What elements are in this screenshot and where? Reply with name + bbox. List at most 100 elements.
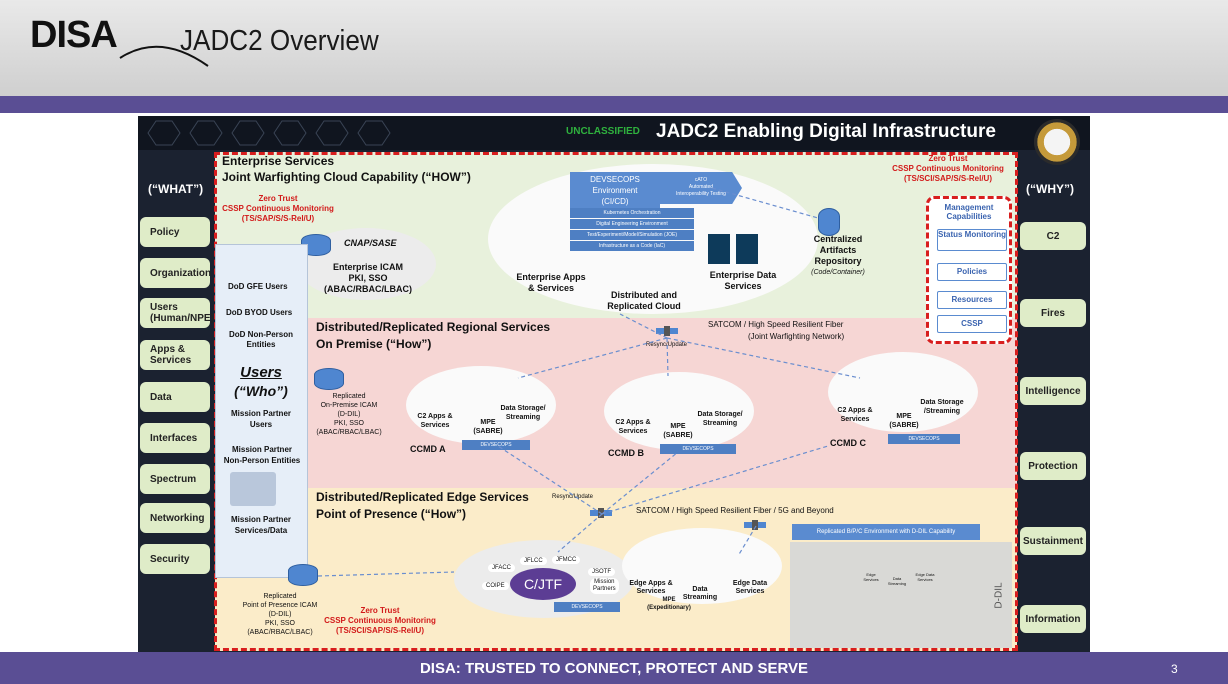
ccmd-a-mpe: MPE (SABRE) — [468, 418, 508, 436]
status-monitoring-item: Status Monitoring — [937, 229, 1007, 251]
devsecops-line-3: (CI/CD) — [601, 197, 629, 206]
pop-icam: Replicated Point of Presence ICAM (D-DIL… — [228, 592, 332, 637]
enterprise-apps: Enterprise Apps & Services — [506, 272, 596, 294]
what-item: Apps & Services — [140, 340, 210, 370]
page-number: 3 — [1171, 662, 1178, 676]
edge-stream-line-1: Data — [692, 586, 708, 593]
zt-left-line-1: Zero Trust — [258, 194, 298, 203]
storage-c-line-1: Data Storage — [920, 399, 964, 406]
stack-layer: Test/Experiment/Model/Simulation (JOE) — [570, 230, 694, 240]
edge-data-streaming: Data Streaming — [680, 586, 720, 602]
tiny-label: Edge Data — [915, 572, 935, 577]
edge-data-line-1: Edge Data — [732, 580, 768, 587]
ent-apps-line-2: & Services — [527, 283, 575, 293]
zt-right-line-2: CSSP Continuous Monitoring — [892, 164, 1004, 173]
stack-layer: Infrastructure as a Code (IaC) — [570, 241, 694, 251]
ccmd-b-devsecops: DEVSECOPS — [660, 444, 736, 454]
why-item: C2 — [1020, 222, 1086, 250]
mission-partner-devices-icon — [230, 472, 276, 506]
stack-layer: Digital Engineering Environment — [570, 219, 694, 229]
ccmd-a-cloud — [406, 366, 556, 444]
mission-partner-npe: Mission Partner Non-Person Entities — [218, 444, 306, 466]
reg-icam-line-5: (ABAC/RBAC/LBAC) — [316, 429, 382, 436]
enterprise-icam: Enterprise ICAM PKI, SSO (ABAC/RBAC/LBAC… — [308, 262, 428, 295]
storage-c-line-2: /Streaming — [923, 408, 961, 415]
storage-line-1: Data Storage/ — [697, 411, 743, 418]
icam-line-2: PKI, SSO — [348, 273, 388, 283]
ccmd-b-storage: Data Storage/ Streaming — [690, 410, 750, 428]
network-links — [317, 187, 861, 577]
what-item: Spectrum — [140, 464, 210, 494]
tiny-label: Edge — [866, 572, 876, 577]
header-accent-bar — [0, 96, 1228, 113]
pop-icam-line-3: (D-DIL) — [268, 611, 292, 618]
cato-line-2: Automated — [688, 184, 714, 190]
edge-stream-line-2: Streaming — [682, 594, 718, 601]
edge-mpe-line-1: MPE — [662, 597, 676, 603]
mpn-line-1: Mission Partner — [231, 445, 292, 454]
satellite-icon — [656, 326, 678, 336]
c2apps-label: C2 Apps & — [417, 413, 453, 420]
regional-satcom-2: (Joint Warfighting Network) — [748, 332, 845, 341]
ccmd-c-c2apps: C2 Apps & Services — [832, 406, 878, 424]
zt-right-line-1: Zero Trust — [928, 154, 968, 163]
ccmd-a-devsecops: DEVSECOPS — [462, 440, 530, 450]
edge-subtitle: Point of Presence (“How”) — [316, 507, 467, 521]
npe-line-1: DoD Non-Person — [229, 330, 293, 339]
sabre-label: (SABRE) — [889, 422, 919, 429]
pop-icam-line-5: (ABAC/RBAC/LBAC) — [247, 629, 313, 636]
artifacts-repository: Centralized Artifacts Repository (Code/C… — [798, 234, 878, 278]
regional-satcom-1: SATCOM / High Speed Resilient Fiber — [708, 320, 844, 329]
zt-left-line-3: (TS/SAP/S/S-Rel/U) — [241, 214, 315, 223]
edge-resync: Resync/Update — [552, 494, 594, 500]
tiny-label: Data — [892, 576, 902, 581]
sabre-label: (SABRE) — [473, 428, 503, 435]
cato-line-1: cATO — [694, 177, 708, 183]
edge-data-line-2: Services — [735, 588, 765, 595]
regional-title: Distributed/Replicated Regional Services — [316, 320, 551, 334]
jflcc-label: JFLCC — [520, 557, 547, 565]
repo-line-3: Repository — [814, 256, 862, 266]
repo-line-1: Centralized — [813, 234, 863, 244]
users-panel — [215, 244, 308, 578]
ccmd-b-cloud — [604, 372, 754, 450]
c2apps-label: C2 Apps & — [615, 419, 651, 426]
edge-satcom: SATCOM / High Speed Resilient Fiber / 5G… — [636, 506, 834, 515]
reg-icam-line-3: (D-DIL) — [337, 411, 361, 418]
jsotf-label: JSOTF — [588, 568, 615, 576]
mpe-label: MPE — [670, 423, 686, 430]
edge-data-services: Edge Data Services — [726, 580, 774, 596]
npe-line-2: Entities — [246, 340, 276, 349]
cato-line-3: Interoperability Testing — [676, 191, 726, 197]
ccmd-b-label: CCMD B — [608, 448, 644, 458]
zt-edge-line-2: CSSP Continuous Monitoring — [324, 616, 436, 625]
gfe-users: DoD GFE Users — [228, 282, 288, 291]
disa-logo: DISA — [30, 14, 209, 67]
footer-bar — [0, 652, 1228, 684]
management-capabilities-label: Management Capabilities — [944, 203, 994, 221]
byod-users: DoD BYOD Users — [226, 308, 293, 317]
regional-subtitle: On Premise (“How”) — [316, 337, 432, 351]
devsecops-env-box: DEVSECOPS Environment (CI/CD) — [570, 172, 660, 208]
icam-line-1: Enterprise ICAM — [332, 262, 403, 272]
cnap-label: CNAP/SASE — [344, 238, 397, 248]
management-panel: Management Capabilities Status Monitorin… — [926, 196, 1012, 344]
slide-title: JADC2 Enabling Digital Infrastructure — [656, 121, 996, 142]
edge-devsecops: DEVSECOPS — [554, 602, 620, 612]
zero-trust-right: Zero Trust CSSP Continuous Monitoring (T… — [880, 154, 1016, 184]
replicated-icam: Replicated On-Premise ICAM (D-DIL) PKI, … — [308, 392, 390, 437]
hexagon-pattern-icon — [147, 120, 391, 146]
mpn-line-2: Non-Person Entities — [223, 456, 301, 465]
jfacc-label: JFACC — [488, 564, 516, 572]
pop-icam-line-1: Replicated — [263, 593, 297, 600]
tiny-label: Services — [917, 577, 933, 582]
what-header: (“WHAT”) — [148, 182, 204, 196]
mp-line-1: Mission Partner — [230, 409, 291, 418]
policies-item: Policies — [937, 263, 1007, 281]
why-item: Fires — [1020, 299, 1086, 327]
zt-edge-line-1: Zero Trust — [360, 606, 400, 615]
repo-line-2: Artifacts — [819, 245, 857, 255]
ccmd-c-cloud — [828, 352, 978, 432]
zero-trust-left: Zero Trust CSSP Continuous Monitoring (T… — [218, 194, 338, 224]
pop-icam-line-4: PKI, SSO — [265, 620, 295, 627]
